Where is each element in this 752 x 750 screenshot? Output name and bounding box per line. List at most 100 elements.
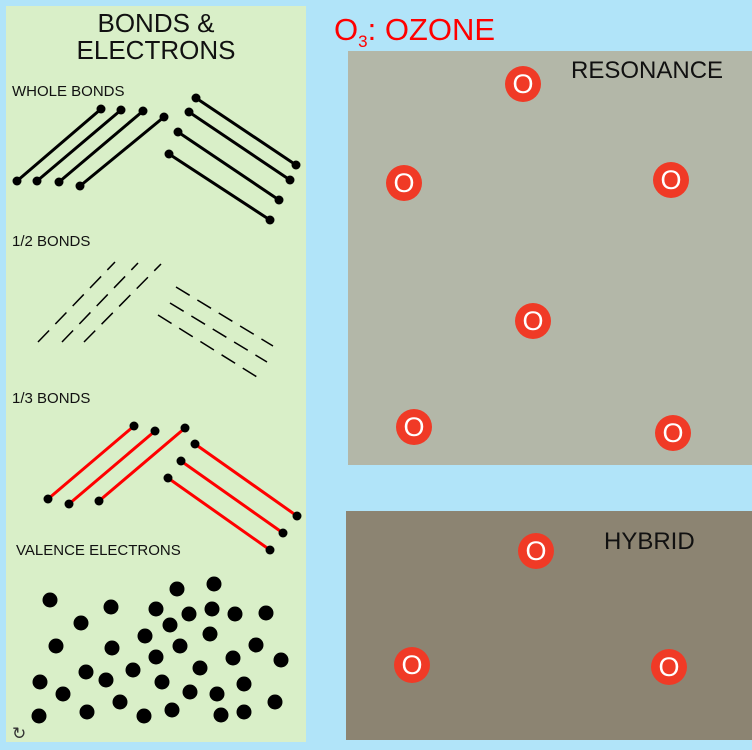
refresh-icon[interactable]: ↻ bbox=[12, 724, 27, 743]
half-bond[interactable] bbox=[169, 302, 268, 363]
valence-electron[interactable] bbox=[248, 637, 264, 653]
valence-electron[interactable] bbox=[112, 694, 128, 710]
whole-bond[interactable] bbox=[16, 107, 102, 183]
valence-electron[interactable] bbox=[125, 662, 141, 678]
third-bond[interactable] bbox=[167, 476, 271, 552]
half-bond[interactable] bbox=[83, 263, 162, 343]
bond-end-dot[interactable] bbox=[180, 423, 190, 433]
valence-electron[interactable] bbox=[273, 652, 289, 668]
bond-end-dot[interactable] bbox=[163, 473, 173, 483]
valence-electron[interactable] bbox=[236, 704, 252, 720]
valence-electron[interactable] bbox=[258, 605, 274, 621]
resonance-oxygen-atom[interactable]: O bbox=[386, 165, 422, 201]
bond-end-dot[interactable] bbox=[159, 112, 169, 122]
resonance-oxygen-atom[interactable]: O bbox=[655, 415, 691, 451]
resonance-area[interactable] bbox=[348, 51, 752, 465]
bond-end-dot[interactable] bbox=[12, 176, 22, 186]
bond-end-dot[interactable] bbox=[64, 499, 74, 509]
valence-electron[interactable] bbox=[169, 581, 185, 597]
valence-electron[interactable] bbox=[32, 674, 48, 690]
valence-electron[interactable] bbox=[42, 592, 58, 608]
whole-bond[interactable] bbox=[168, 152, 271, 222]
bond-end-dot[interactable] bbox=[176, 456, 186, 466]
whole-bond[interactable] bbox=[188, 110, 291, 182]
bond-end-dot[interactable] bbox=[184, 107, 194, 117]
resonance-oxygen-atom[interactable]: O bbox=[515, 303, 551, 339]
bond-end-dot[interactable] bbox=[43, 494, 53, 504]
valence-electron[interactable] bbox=[225, 650, 241, 666]
bond-end-dot[interactable] bbox=[54, 177, 64, 187]
bond-end-dot[interactable] bbox=[32, 176, 42, 186]
bond-end-dot[interactable] bbox=[116, 105, 126, 115]
valence-electron[interactable] bbox=[79, 704, 95, 720]
valence-electron[interactable] bbox=[209, 686, 225, 702]
hybrid-oxygen-atom[interactable]: O bbox=[651, 649, 687, 685]
valence-electron[interactable] bbox=[227, 606, 243, 622]
valence-electron[interactable] bbox=[136, 708, 152, 724]
whole-bond[interactable] bbox=[195, 96, 297, 167]
bond-end-dot[interactable] bbox=[150, 426, 160, 436]
valence-electron[interactable] bbox=[192, 660, 208, 676]
valence-electron[interactable] bbox=[206, 576, 222, 592]
whole-bond[interactable] bbox=[79, 115, 165, 188]
bond-end-dot[interactable] bbox=[191, 93, 201, 103]
valence-electron[interactable] bbox=[213, 707, 229, 723]
valence-electron[interactable] bbox=[104, 640, 120, 656]
bond-end-dot[interactable] bbox=[129, 421, 139, 431]
valence-electron[interactable] bbox=[204, 601, 220, 617]
bond-end-dot[interactable] bbox=[274, 195, 284, 205]
bond-end-dot[interactable] bbox=[138, 106, 148, 116]
valence-electron[interactable] bbox=[48, 638, 64, 654]
valence-electron[interactable] bbox=[73, 615, 89, 631]
whole-bond[interactable] bbox=[36, 108, 122, 183]
half-bond[interactable] bbox=[61, 262, 139, 343]
bond-end-dot[interactable] bbox=[265, 215, 275, 225]
valence-electron[interactable] bbox=[182, 684, 198, 700]
valence-electron[interactable] bbox=[98, 672, 114, 688]
bond-end-dot[interactable] bbox=[173, 127, 183, 137]
hybrid-oxygen-atom[interactable]: O bbox=[394, 647, 430, 683]
bond-end-dot[interactable] bbox=[190, 439, 200, 449]
third-bond[interactable] bbox=[180, 459, 284, 535]
valence-electron[interactable] bbox=[148, 649, 164, 665]
bond-end-dot[interactable] bbox=[285, 175, 295, 185]
bond-end-dot[interactable] bbox=[94, 496, 104, 506]
resonance-oxygen-atom[interactable]: O bbox=[505, 66, 541, 102]
valence-electron[interactable] bbox=[154, 674, 170, 690]
valence-electron[interactable] bbox=[162, 617, 178, 633]
valence-electrons-label: VALENCE ELECTRONS bbox=[16, 542, 181, 559]
valence-electron[interactable] bbox=[181, 606, 197, 622]
valence-electron[interactable] bbox=[55, 686, 71, 702]
resonance-oxygen-atom[interactable]: O bbox=[396, 409, 432, 445]
valence-electron[interactable] bbox=[78, 664, 94, 680]
hybrid-oxygen-atom[interactable]: O bbox=[518, 533, 554, 569]
third-bond[interactable] bbox=[98, 426, 186, 503]
bond-end-dot[interactable] bbox=[292, 511, 302, 521]
valence-electron[interactable] bbox=[202, 626, 218, 642]
whole-bond[interactable] bbox=[177, 130, 280, 202]
half-bond[interactable] bbox=[37, 261, 116, 343]
half-bond[interactable] bbox=[175, 286, 274, 347]
bond-end-dot[interactable] bbox=[278, 528, 288, 538]
half-bond[interactable] bbox=[157, 314, 258, 378]
bond-end-dot[interactable] bbox=[265, 545, 275, 555]
third-bond[interactable] bbox=[47, 424, 135, 501]
valence-electron[interactable] bbox=[31, 708, 47, 724]
bond-end-dot[interactable] bbox=[291, 160, 301, 170]
valence-electron[interactable] bbox=[148, 601, 164, 617]
third-bond[interactable] bbox=[68, 429, 156, 506]
valence-electron[interactable] bbox=[236, 676, 252, 692]
valence-electron[interactable] bbox=[164, 702, 180, 718]
bond-end-dot[interactable] bbox=[75, 181, 85, 191]
bond-end-dot[interactable] bbox=[96, 104, 106, 114]
whole-bond[interactable] bbox=[58, 109, 144, 184]
third-bond[interactable] bbox=[194, 442, 298, 518]
whole-bonds-label: WHOLE BONDS bbox=[12, 83, 125, 100]
valence-electron[interactable] bbox=[172, 638, 188, 654]
valence-electron[interactable] bbox=[267, 694, 283, 710]
valence-electron[interactable] bbox=[137, 628, 153, 644]
bond-end-dot[interactable] bbox=[164, 149, 174, 159]
resonance-oxygen-atom[interactable]: O bbox=[653, 162, 689, 198]
valence-electron[interactable] bbox=[103, 599, 119, 615]
